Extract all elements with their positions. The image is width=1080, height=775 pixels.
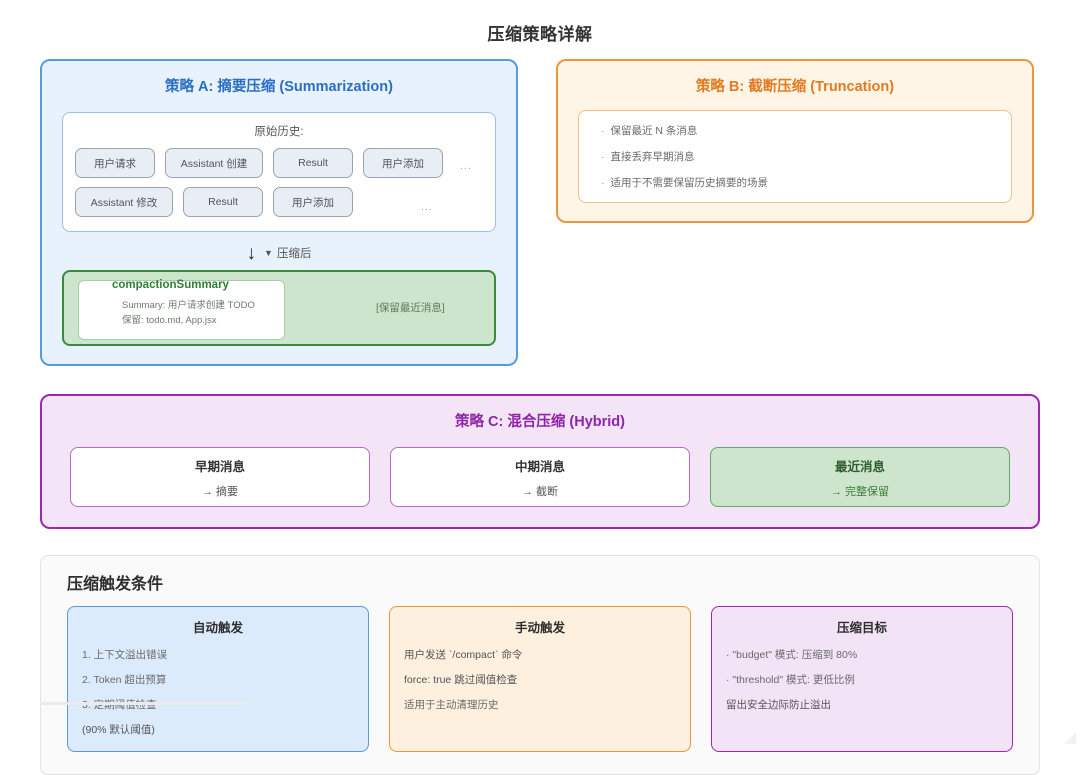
strategy-c-panel: 策略 C: 混合压缩 (Hybrid) 早期消息 → 摘要 中期消息 → 截断 … xyxy=(40,394,1040,529)
caret-down-icon: ▼ xyxy=(264,248,273,258)
history-row: 用户请求 Assistant 创建 Result 用户添加 ... xyxy=(75,148,483,178)
kept-recent-messages-tag: [保留最近消息] xyxy=(376,302,445,314)
manual-trigger-line: 用户发送 `/compact` 命令 xyxy=(404,649,523,661)
history-item[interactable]: 用户请求 xyxy=(75,148,155,178)
history-row2-ellipsis: ... xyxy=(421,201,433,213)
page-title: 压缩策略详解 xyxy=(487,25,593,44)
auto-trigger-title: 自动触发 xyxy=(192,621,243,635)
compression-target-title: 压缩目标 xyxy=(836,621,887,635)
trigger-conditions-panel: 压缩触发条件 自动触发 1. 上下文溢出错误 2. Token 超出预算 3. … xyxy=(40,555,1040,775)
original-history-label: 原始历史: xyxy=(254,126,304,138)
auto-trigger-threshold-note: (90% 默认阈值) xyxy=(82,724,155,736)
history-row1-ellipsis: ... xyxy=(460,160,472,172)
original-history-card: 原始历史: 用户请求 Assistant 创建 Result 用户添加 ... … xyxy=(62,112,496,232)
history-item[interactable]: 用户添加 xyxy=(363,148,443,178)
top-strategies-row: 策略 A: 摘要压缩 (Summarization) 原始历史: 用户请求 As… xyxy=(0,59,1080,366)
strategy-c-columns: 早期消息 → 摘要 中期消息 → 截断 最近消息 → 完整保留 xyxy=(70,447,1010,507)
strategy-c-box-sub: → 完整保留 xyxy=(830,485,890,498)
compaction-arrow-block: ↓ ▼ 压缩后 xyxy=(62,236,496,270)
compaction-arrow-caption: ▼ 压缩后 xyxy=(264,245,311,261)
compaction-summary-line-2: 保留: todo.md, App.jsx xyxy=(122,315,217,326)
strategy-c-box-title: 最近消息 xyxy=(834,459,885,474)
history-item[interactable]: Result xyxy=(183,187,263,217)
history-rows: 用户请求 Assistant 创建 Result 用户添加 ... Assist… xyxy=(75,148,483,217)
history-item[interactable]: Assistant 创建 xyxy=(165,148,263,178)
compaction-summary-line-1: Summary: 用户请求创建 TODO xyxy=(122,300,255,311)
strategy-c-title: 策略 C: 混合压缩 (Hybrid) xyxy=(455,414,625,430)
trigger-conditions-title: 压缩触发条件 xyxy=(67,576,164,593)
strategy-b-panel: 策略 B: 截断压缩 (Truncation) · 保留最近 N 条消息 · 直接丢… xyxy=(556,59,1034,223)
footer-divider xyxy=(40,702,248,705)
auto-trigger-line: 2. Token 超出预算 xyxy=(82,674,167,686)
auto-trigger-box: 自动触发 1. 上下文溢出错误 2. Token 超出预算 3. 定期阈值检查 … xyxy=(67,606,369,752)
compaction-arrow-label: 压缩后 xyxy=(276,248,312,260)
strategy-c-box-recent[interactable]: 最近消息 → 完整保留 xyxy=(710,447,1010,507)
down-arrow-icon: ↓ xyxy=(246,242,257,264)
compression-target-line: 留出安全边际防止溢出 xyxy=(726,699,831,711)
strategy-b-bullet: · 直接丢弃早期消息 xyxy=(601,149,997,164)
bullet-dot-icon: · xyxy=(601,151,605,163)
compaction-summary-box xyxy=(78,280,285,340)
compacted-result-box: compactionSummary Summary: 用户请求创建 TODO 保… xyxy=(62,270,496,346)
strategy-c-box-title: 早期消息 xyxy=(194,459,245,474)
history-item[interactable]: Result xyxy=(273,148,353,178)
strategy-c-box-title: 中期消息 xyxy=(514,459,565,474)
corner-fold-icon xyxy=(1064,732,1076,744)
compaction-summary-title: compactionSummary xyxy=(112,279,229,291)
strategy-b-bullet-text: 适用于不需要保留历史摘要的场景 xyxy=(610,177,769,189)
strategy-c-box-sub: → 截断 xyxy=(521,485,559,498)
history-row: Assistant 修改 Result 用户添加 ... xyxy=(75,187,483,217)
strategy-c-box-early[interactable]: 早期消息 → 摘要 xyxy=(70,447,370,507)
bullet-dot-icon: · xyxy=(601,125,605,137)
manual-trigger-line: 适用于主动清理历史 xyxy=(404,699,499,711)
manual-trigger-line: force: true 跳过阈值检查 xyxy=(404,674,518,686)
compression-target-line: · "budget" 模式: 压缩到 80% xyxy=(726,649,858,661)
strategy-a-title: 策略 A: 摘要压缩 (Summarization) xyxy=(165,79,393,95)
history-item[interactable]: 用户添加 xyxy=(273,187,353,217)
manual-trigger-title: 手动触发 xyxy=(514,621,565,635)
strategy-c-box-middle[interactable]: 中期消息 → 截断 xyxy=(390,447,690,507)
strategy-b-bullet-card: · 保留最近 N 条消息 · 直接丢弃早期消息 · 适用于不需要保留历史摘要的场景 xyxy=(578,110,1012,203)
auto-trigger-line: 1. 上下文溢出错误 xyxy=(82,649,168,661)
compression-target-line: · "threshold" 模式: 更低比例 xyxy=(726,674,855,686)
strategy-b-title: 策略 B: 截断压缩 (Truncation) xyxy=(695,79,895,95)
manual-trigger-box: 手动触发 用户发送 `/compact` 命令 force: true 跳过阈值… xyxy=(389,606,691,752)
compression-target-box: 压缩目标 · "budget" 模式: 压缩到 80% · "threshold… xyxy=(711,606,1013,752)
strategy-c-box-sub: → 摘要 xyxy=(201,485,239,498)
bullet-dot-icon: · xyxy=(601,177,605,189)
history-item[interactable]: Assistant 修改 xyxy=(75,187,173,217)
strategy-b-bullet: · 保留最近 N 条消息 xyxy=(601,123,997,138)
strategy-b-bullet-text: 直接丢弃早期消息 xyxy=(610,151,695,163)
strategy-b-bullet: · 适用于不需要保留历史摘要的场景 xyxy=(601,175,997,190)
trigger-columns: 自动触发 1. 上下文溢出错误 2. Token 超出预算 3. 定期阈值检查 … xyxy=(67,606,1013,752)
strategy-a-panel: 策略 A: 摘要压缩 (Summarization) 原始历史: 用户请求 As… xyxy=(40,59,518,366)
strategy-b-bullet-text: 保留最近 N 条消息 xyxy=(610,125,698,137)
